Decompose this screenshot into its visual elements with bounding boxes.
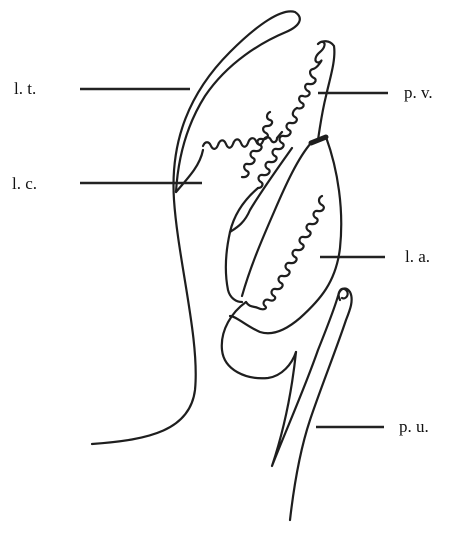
la-junction-mark	[311, 137, 326, 143]
label-pv: p. v.	[404, 84, 433, 101]
outer-lobe-outline	[92, 11, 300, 444]
label-pu: p. u.	[399, 418, 429, 435]
label-la: l. a.	[405, 248, 430, 265]
label-lc: l. c.	[12, 175, 37, 192]
pv-crimped-edge	[297, 42, 325, 109]
pv-column-outline	[318, 41, 334, 140]
upper-crimped-edge	[203, 132, 282, 149]
label-lt: l. t.	[14, 80, 36, 97]
pu-tongue-outline	[272, 289, 352, 520]
pu-tip-loop	[339, 289, 348, 300]
inner-diagonal-outline	[226, 232, 242, 302]
lower-bulge-outline	[222, 302, 296, 378]
